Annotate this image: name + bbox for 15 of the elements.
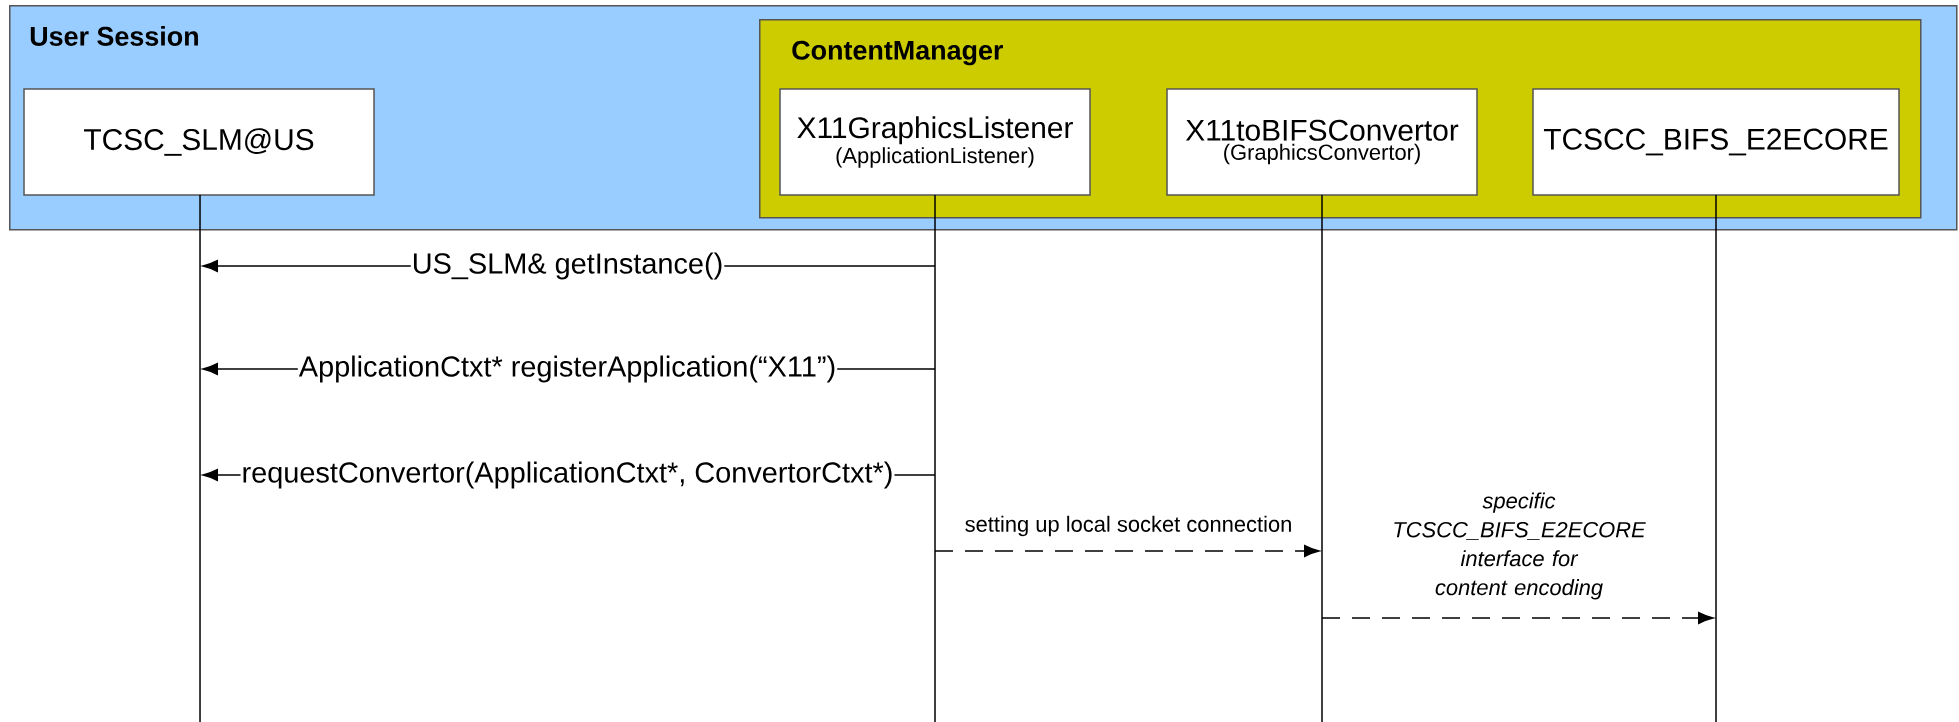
lifeline-box: X11toBIFSConvertor (GraphicsConvertor) bbox=[1166, 88, 1478, 196]
message-arrow bbox=[1321, 612, 1714, 624]
edge-label: specific TCSCC_BIFS_E2ECORE interface for content encoding bbox=[1394, 492, 1646, 600]
lifeline bbox=[934, 194, 936, 722]
edge-label: US_SLM& getInstance() bbox=[410, 251, 725, 281]
edge-label: ApplicationCtxt* registerApplication(“X11”) bbox=[297, 354, 838, 384]
lifeline bbox=[1715, 194, 1717, 722]
edge-label: requestConvertor(ApplicationCtxt*, ConvertorCtxt*) bbox=[240, 460, 895, 490]
lifeline bbox=[199, 194, 201, 722]
edge-label: setting up local socket connection bbox=[965, 515, 1291, 537]
lifeline-box: TCSC_SLM@US bbox=[23, 88, 375, 196]
lifeline-box: X11GraphicsListener (ApplicationListener) bbox=[779, 88, 1091, 196]
message-arrow bbox=[934, 545, 1320, 557]
lifeline-box: TCSCC_BIFS_E2ECORE bbox=[1532, 88, 1900, 196]
lifeline bbox=[1321, 194, 1323, 722]
